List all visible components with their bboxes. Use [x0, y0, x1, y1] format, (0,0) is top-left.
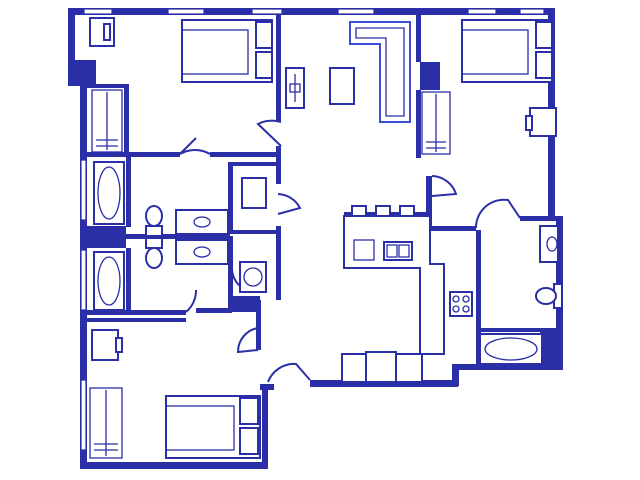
bathtub-icon: [93, 251, 125, 311]
coffee-table-icon: [329, 67, 355, 105]
refrigerator-icon: [365, 351, 397, 383]
desk-icon: [91, 329, 123, 361]
living-room: [285, 21, 411, 123]
toilet-icon: [535, 283, 563, 309]
bed-icon: [165, 395, 261, 459]
washer-icon: [241, 177, 267, 209]
stool-icon: [351, 205, 415, 217]
bed-icon: [461, 19, 553, 83]
bathroom-1: [93, 161, 229, 311]
toilet-icon: [145, 205, 163, 237]
windows: [80, 8, 545, 451]
closet-rod-icon: [91, 89, 123, 153]
structural-columns: [68, 60, 562, 366]
sink-icon: [175, 209, 229, 235]
bedroom-2: [421, 19, 557, 155]
doors: [179, 119, 521, 383]
bedroom-3: [89, 329, 261, 459]
sink-icon: [539, 225, 559, 263]
bathtub-icon: [93, 161, 125, 225]
closet-rod-icon: [89, 387, 123, 459]
tv-stand-icon: [285, 67, 305, 109]
kitchen: [341, 205, 473, 383]
dryer-icon: [239, 261, 267, 293]
bed-icon: [181, 19, 273, 83]
desk-icon: [525, 107, 557, 137]
bathtub-icon: [479, 333, 543, 365]
interior-walls: [86, 14, 556, 366]
sink-icon: [175, 239, 229, 265]
bedroom-1: [89, 17, 273, 153]
stove-icon: [449, 291, 473, 317]
toilet-icon: [145, 237, 163, 269]
dishwasher-icon: [353, 239, 375, 261]
sofa-icon: [349, 21, 411, 123]
closet-rod-icon: [421, 91, 451, 155]
double-sink-icon: [383, 241, 413, 261]
desk-icon: [89, 17, 115, 47]
bathroom-2: [479, 225, 563, 365]
